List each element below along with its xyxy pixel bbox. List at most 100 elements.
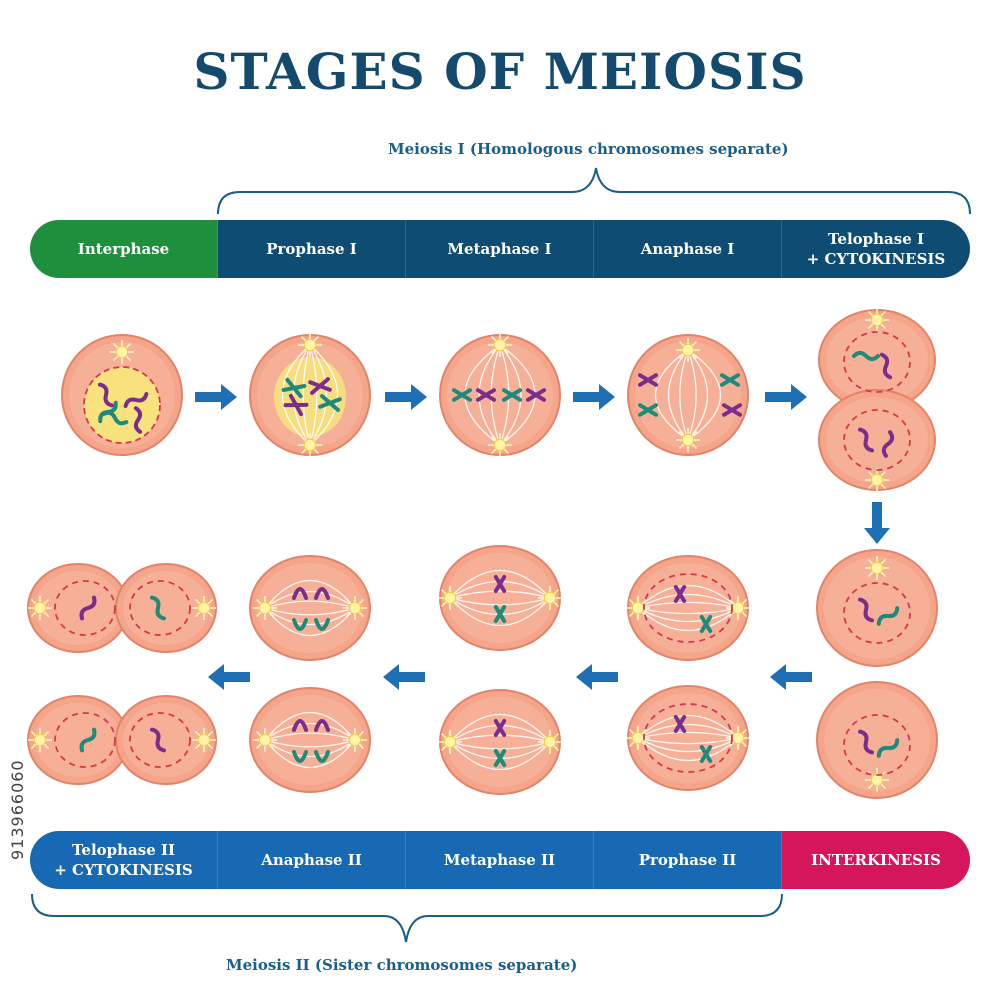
cytoplasm xyxy=(123,571,209,645)
aster-ray xyxy=(358,611,365,618)
chromosome xyxy=(318,394,342,412)
page-title: STAGES OF MEIOSIS xyxy=(193,42,807,101)
aster-ray xyxy=(691,353,698,360)
chromosome xyxy=(493,605,507,623)
aster-ray xyxy=(112,342,119,349)
centrosome xyxy=(493,338,507,352)
chromosome xyxy=(673,715,687,733)
aster-ray xyxy=(43,743,50,750)
cytoplasm xyxy=(447,553,553,643)
aster-ray xyxy=(313,348,320,355)
stage-prophase-1: Prophase I xyxy=(218,220,406,278)
spindle-fiber xyxy=(637,737,739,762)
stage-label: Telophase II + CYTOKINESIS xyxy=(54,841,193,879)
chromatin xyxy=(98,382,114,408)
spindle-fiber xyxy=(302,344,311,446)
spindle-fiber xyxy=(449,713,551,743)
chromosome xyxy=(493,719,507,737)
aster-ray xyxy=(30,743,37,750)
stage-prophase-2: Prophase II xyxy=(594,831,782,889)
aster-ray xyxy=(345,611,352,618)
arrow-left xyxy=(770,664,812,690)
chromatid xyxy=(283,393,309,417)
aster-ray xyxy=(880,571,887,578)
chromatid xyxy=(493,575,507,593)
aster-ray xyxy=(641,728,648,735)
aster-ray xyxy=(255,598,262,605)
aster-ray xyxy=(207,598,214,605)
aster-ray xyxy=(43,598,50,605)
aster-ray xyxy=(112,355,119,362)
meiosis-1-brace xyxy=(217,167,971,215)
chromatid xyxy=(292,719,308,732)
aster-ray xyxy=(553,745,560,752)
cell-anaphase-2 xyxy=(249,687,371,793)
chromosome xyxy=(476,388,496,402)
aster-ray xyxy=(207,743,214,750)
chromatin xyxy=(858,729,874,755)
spindle-fiber xyxy=(637,737,739,745)
stage-label: INTERKINESIS xyxy=(811,851,941,869)
aster-ray xyxy=(741,611,748,618)
cytoplasm xyxy=(447,697,553,787)
stage-label: Anaphase II xyxy=(261,851,362,869)
aster-ray xyxy=(194,730,201,737)
aster-ray xyxy=(490,348,497,355)
aster-ray xyxy=(255,743,262,750)
aster-ray xyxy=(741,741,748,748)
cell-telophase-2 xyxy=(27,695,217,785)
aster-ray xyxy=(691,443,698,450)
aster-ray xyxy=(313,335,320,342)
spindle-fiber xyxy=(264,590,356,609)
chromatin xyxy=(79,727,97,753)
cytoplasm xyxy=(635,693,741,783)
aster-ray xyxy=(741,598,748,605)
chromatin xyxy=(123,392,149,408)
meiosis-1-caption: Meiosis I (Homologous chromosomes separa… xyxy=(388,140,789,158)
aster-ray xyxy=(678,353,685,360)
aster-ray xyxy=(43,611,50,618)
chromatin xyxy=(79,595,97,621)
cytoplasm xyxy=(635,563,741,653)
aster-ray xyxy=(345,598,352,605)
spindle-fiber xyxy=(478,344,501,446)
aster-ray xyxy=(867,310,874,317)
arrow-shape xyxy=(383,664,425,690)
chromosome xyxy=(858,427,874,453)
chromatid xyxy=(493,749,507,767)
stage-metaphase-1: Metaphase I xyxy=(406,220,594,278)
stage-anaphase-2: Anaphase II xyxy=(218,831,406,889)
cytoplasm xyxy=(123,703,209,777)
stage-telophase-1: Telophase I + CYTOKINESIS xyxy=(782,220,970,278)
chromosome xyxy=(852,351,880,361)
centrosome xyxy=(303,338,317,352)
stage-interphase: Interphase xyxy=(30,220,218,278)
spindle-fiber xyxy=(264,732,356,741)
arrow-left xyxy=(576,664,618,690)
aster-ray xyxy=(880,483,887,490)
aster-ray xyxy=(503,348,510,355)
centrosome xyxy=(870,473,884,487)
stage-anaphase-1: Anaphase I xyxy=(594,220,782,278)
aster-ray xyxy=(503,448,510,455)
chromosome xyxy=(98,382,114,408)
arrow-shape xyxy=(208,664,250,690)
spindle-fiber xyxy=(637,607,739,632)
aster-ray xyxy=(125,355,132,362)
arrow-shape xyxy=(864,502,890,544)
cell-interkinesis xyxy=(816,549,938,667)
nucleus xyxy=(83,366,161,444)
chromatid xyxy=(673,585,687,603)
aster-ray xyxy=(628,611,635,618)
aster-ray xyxy=(867,571,874,578)
cytoplasm xyxy=(826,397,928,483)
chromatid xyxy=(673,715,687,733)
chromatid xyxy=(493,605,507,623)
chromatid xyxy=(722,403,742,417)
cytoplasm xyxy=(257,563,363,653)
chromosome xyxy=(858,597,874,623)
aster-ray xyxy=(358,743,365,750)
aster-ray xyxy=(867,783,874,790)
aster-ray xyxy=(691,430,698,437)
spindle-fiber xyxy=(264,722,356,741)
